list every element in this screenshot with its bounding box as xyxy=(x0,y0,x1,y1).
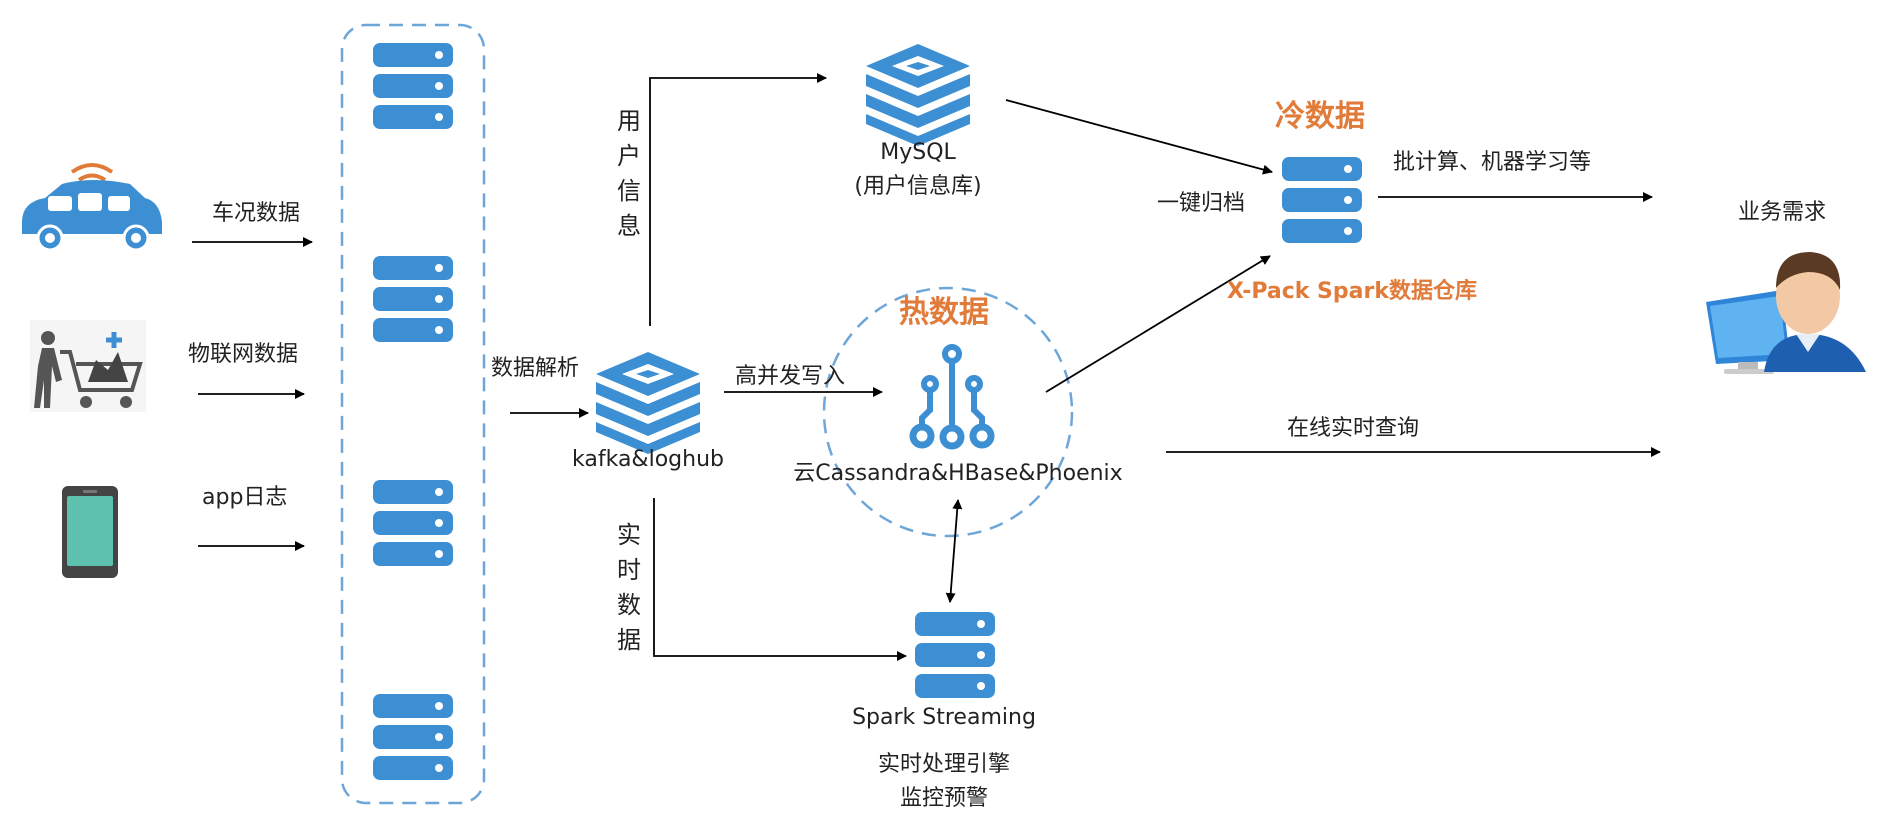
iot-data-label: 物联网数据 xyxy=(188,342,299,367)
kafka-stack-icon xyxy=(596,352,700,454)
hot-data-title: 热数据 xyxy=(899,295,989,330)
spark-streaming-desc2: 监控预警 xyxy=(899,786,989,811)
ingestion-cluster-frame xyxy=(340,23,486,805)
ingestion-server-icon xyxy=(373,256,453,342)
mysql-stack-icon xyxy=(866,44,970,146)
ingestion-server-icon xyxy=(373,694,453,780)
parse-label: 数据解析 xyxy=(491,356,580,381)
kafka-label: kafka&loghub xyxy=(572,447,724,472)
user-info-edge-label: 用 户 信 息 xyxy=(617,107,641,240)
mysql-label: MySQL xyxy=(880,140,956,165)
car-icon xyxy=(22,163,162,252)
realtime-data-edge-label: 实 时 数 据 xyxy=(617,521,641,654)
one-click-archive-label: 一键归档 xyxy=(1157,191,1246,216)
kafka-to-spark-arrow xyxy=(653,498,907,661)
cold-data-server-icon xyxy=(1282,157,1362,243)
phone-icon xyxy=(62,486,118,578)
spark-streaming-label: Spark Streaming xyxy=(852,705,1036,730)
app-log-label: app日志 xyxy=(202,485,288,510)
mysql-to-cold-arrow xyxy=(1005,99,1273,175)
ingestion-server-icon xyxy=(373,43,453,129)
ingestion-server-icon xyxy=(373,480,453,566)
high-concurrency-write-label: 高并发写入 xyxy=(735,364,846,389)
mysql-sublabel: (用户信息库) xyxy=(854,174,982,199)
xpack-spark-label: X-Pack Spark数据仓库 xyxy=(1227,279,1477,304)
business-user-icon xyxy=(1706,252,1866,374)
online-query-label: 在线实时查询 xyxy=(1287,416,1420,441)
business-title: 业务需求 xyxy=(1737,200,1827,225)
batch-compute-label: 批计算、机器学习等 xyxy=(1393,150,1592,175)
hot-to-cold-arrow xyxy=(1045,255,1271,393)
kafka-to-mysql-arrow xyxy=(649,73,827,326)
spark-streaming-desc1: 实时处理引擎 xyxy=(877,752,1011,777)
hot-spark-bidirectional-arrow xyxy=(945,499,963,603)
cassandra-hbase-label: 云Cassandra&HBase&Phoenix xyxy=(793,461,1123,486)
cold-data-title: 冷数据 xyxy=(1275,99,1365,134)
spark-streaming-server-icon xyxy=(915,612,995,698)
cassandra-circuit-icon xyxy=(909,344,995,450)
car-data-label: 车况数据 xyxy=(212,201,301,226)
iot-cart-icon xyxy=(30,320,146,412)
